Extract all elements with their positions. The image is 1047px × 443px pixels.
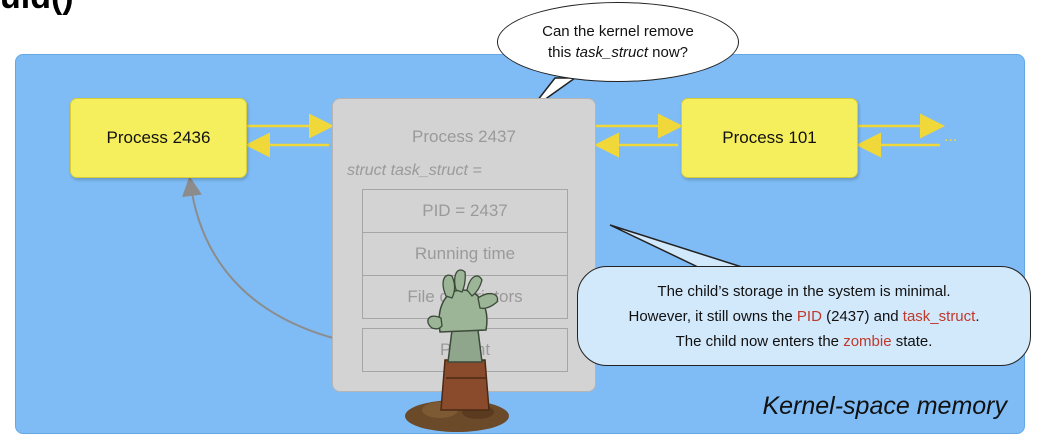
field-running-time: Running time: [362, 232, 568, 276]
process-2436-box: Process 2436: [70, 98, 247, 178]
kernel-space-label: Kernel-space memory: [762, 392, 1007, 420]
task-struct-header: struct task_struct =: [347, 162, 482, 179]
callout-line-2: However, it still owns the PID (2437) an…: [628, 307, 980, 325]
field-pid: PID = 2437: [362, 189, 568, 233]
next-process-ellipsis: ...: [944, 128, 958, 145]
callout-line-1: The child’s storage in the system is min…: [657, 282, 951, 300]
process-2437-title: Process 2437: [412, 127, 516, 146]
zombie-explanation-callout: The child’s storage in the system is min…: [577, 266, 1031, 366]
kernel-question-bubble: Can the kernel remove this task_struct n…: [497, 2, 739, 82]
slide-title-fragment: uid(): [0, 0, 74, 17]
callout-line-3: The child now enters the zombie state.: [675, 332, 933, 350]
process-101-box: Process 101: [681, 98, 858, 178]
bubble-line-1: Can the kernel remove: [542, 23, 694, 40]
bubble-line-2: this task_struct now?: [547, 44, 689, 61]
